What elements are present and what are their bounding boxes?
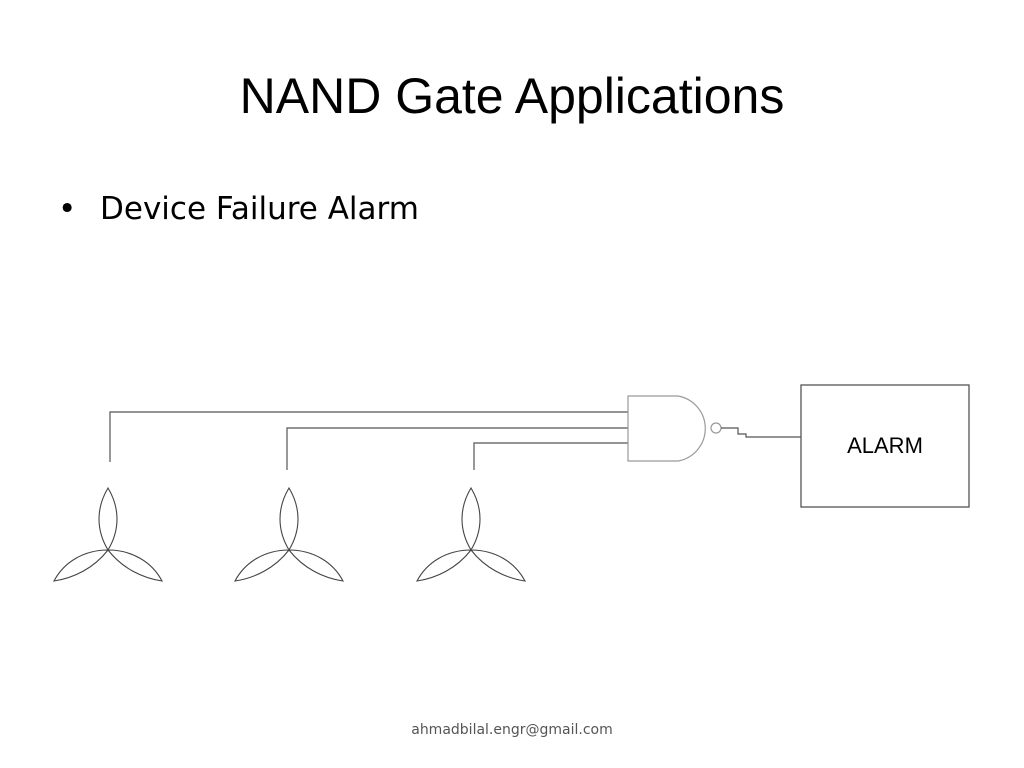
- wire-fan-3: [473, 442, 606, 470]
- bullet-marker: •: [58, 191, 77, 227]
- wire-fan-1: [109, 411, 606, 462]
- fan-icon: [416, 486, 526, 582]
- bullet-item: • Device Failure Alarm: [58, 188, 419, 230]
- fan-blade-left: [234, 549, 291, 582]
- fan-icon: [234, 486, 344, 582]
- wire-fan-2: [286, 427, 606, 470]
- fan-blade-left: [416, 549, 473, 582]
- gate-input-stubs: [606, 411, 628, 444]
- fan-icon: [53, 486, 163, 582]
- fan-blade-left: [53, 549, 110, 582]
- footer-email: ahmadbilal.engr@gmail.com: [411, 722, 613, 738]
- output-wire: [721, 427, 801, 438]
- nand-gate: [627, 395, 706, 462]
- fan-blade-right: [106, 549, 163, 582]
- slide-title: NAND Gate Applications: [239, 68, 785, 124]
- fan-blade-right: [469, 549, 526, 582]
- fan-blade-top: [98, 486, 118, 552]
- bullet-text: Device Failure Alarm: [100, 191, 419, 227]
- fan-blade-top: [461, 486, 481, 552]
- alarm-label: ALARM: [847, 433, 923, 458]
- fan-blade-right: [287, 549, 344, 582]
- fan-blade-top: [279, 486, 299, 552]
- alarm-box: [800, 384, 970, 508]
- nand-bubble: [710, 422, 722, 434]
